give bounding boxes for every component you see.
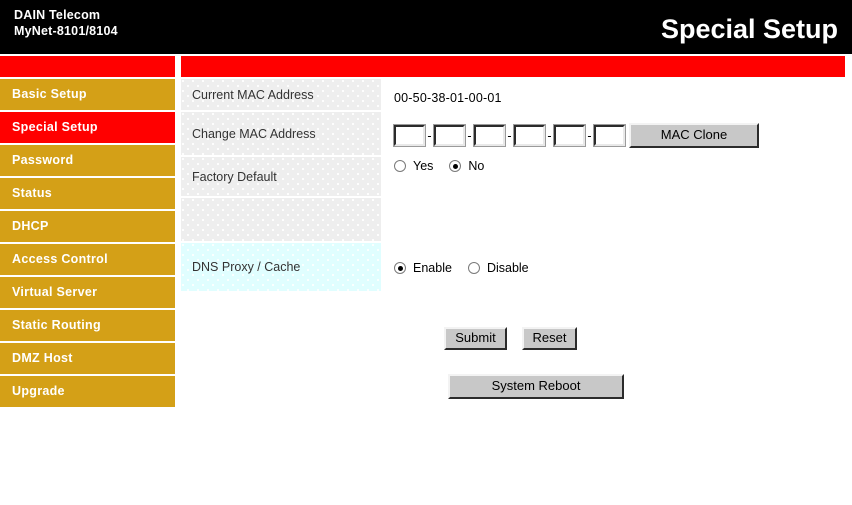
dns-proxy-option-enable[interactable]: Enable: [394, 261, 452, 275]
sidebar-item-static-routing[interactable]: Static Routing: [0, 310, 175, 341]
mac-octet-input-6[interactable]: [593, 124, 626, 147]
current-mac-address-value: 00-50-38-01-00-01: [394, 91, 502, 105]
sidebar-item-password[interactable]: Password: [0, 145, 175, 176]
sidebar-item-label: Password: [12, 153, 74, 167]
sidebar-item-access-control[interactable]: Access Control: [0, 244, 175, 275]
sidebar-item-dmz-host[interactable]: DMZ Host: [0, 343, 175, 374]
mac-separator: -: [467, 128, 472, 143]
sidebar-item-virtual-server[interactable]: Virtual Server: [0, 277, 175, 308]
mac-octet-input-5[interactable]: [553, 124, 586, 147]
field-label-column: Current MAC Address Change MAC Address F…: [181, 79, 381, 293]
page-header: DAIN Telecom MyNet-8101/8104 Special Set…: [0, 0, 852, 54]
submit-button[interactable]: Submit: [444, 327, 507, 350]
mac-separator: -: [427, 128, 432, 143]
mac-clone-button[interactable]: MAC Clone: [629, 123, 759, 148]
sidebar-item-upgrade[interactable]: Upgrade: [0, 376, 175, 407]
label-change-mac-address: Change MAC Address: [181, 112, 381, 157]
sidebar-item-dhcp[interactable]: DHCP: [0, 211, 175, 242]
mac-octet-input-2[interactable]: [433, 124, 466, 147]
sidebar-item-label: Virtual Server: [12, 285, 98, 299]
mac-separator: -: [547, 128, 552, 143]
brand-model: MyNet-8101/8104: [14, 24, 118, 38]
radio-label: No: [468, 159, 485, 173]
sidebar-item-label: Special Setup: [12, 120, 98, 134]
factory-default-radio-group: Yes No: [394, 159, 500, 173]
sidebar-item-label: DMZ Host: [12, 351, 73, 365]
sidebar-item-label: Status: [12, 186, 53, 200]
radio-icon[interactable]: [394, 262, 406, 274]
brand-company: DAIN Telecom: [14, 8, 101, 22]
change-mac-address-field-group: - - - - -: [393, 124, 626, 147]
sidebar-item-basic-setup[interactable]: Basic Setup: [0, 79, 175, 110]
reset-button[interactable]: Reset: [522, 327, 577, 350]
sidebar-item-label: DHCP: [12, 219, 49, 233]
mac-octet-input-1[interactable]: [393, 124, 426, 147]
label-spacer-row: [181, 198, 381, 243]
radio-label: Yes: [413, 159, 434, 173]
radio-label: Enable: [413, 261, 452, 275]
label-current-mac-address: Current MAC Address: [181, 79, 381, 112]
sidebar-item-label: Basic Setup: [12, 87, 87, 101]
system-reboot-button[interactable]: System Reboot: [448, 374, 624, 399]
radio-icon[interactable]: [449, 160, 462, 172]
mac-octet-input-3[interactable]: [473, 124, 506, 147]
sidebar-item-special-setup[interactable]: Special Setup: [0, 112, 175, 143]
factory-default-option-yes[interactable]: Yes: [394, 159, 433, 173]
sidebar-item-label: Upgrade: [12, 384, 65, 398]
sidebar-item-label: Static Routing: [12, 318, 101, 332]
mac-separator: -: [587, 128, 592, 143]
red-accent-bar-right: [181, 56, 845, 77]
sidebar-nav: Basic Setup Special Setup Password Statu…: [0, 79, 175, 409]
mac-octet-input-4[interactable]: [513, 124, 546, 147]
page-title: Special Setup: [660, 14, 838, 44]
brand-block: DAIN Telecom MyNet-8101/8104: [14, 7, 118, 39]
radio-icon[interactable]: [467, 262, 480, 274]
mac-separator: -: [507, 128, 512, 143]
label-factory-default: Factory Default: [181, 157, 381, 198]
factory-default-option-no[interactable]: No: [449, 159, 484, 173]
sidebar-item-status[interactable]: Status: [0, 178, 175, 209]
dns-proxy-option-disable[interactable]: Disable: [467, 261, 529, 275]
label-dns-proxy-cache: DNS Proxy / Cache: [181, 243, 381, 293]
radio-icon[interactable]: [394, 160, 406, 172]
red-accent-bar-left: [0, 56, 175, 77]
dns-proxy-radio-group: Enable Disable: [394, 261, 545, 275]
sidebar-item-label: Access Control: [12, 252, 108, 266]
radio-label: Disable: [486, 261, 529, 275]
